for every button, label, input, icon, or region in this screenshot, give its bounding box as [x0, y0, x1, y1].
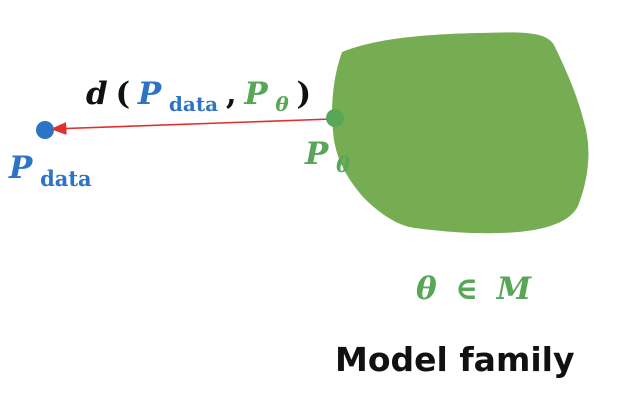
- model-point-symbol: P: [304, 136, 330, 172]
- distance-close-paren: ): [297, 76, 312, 112]
- membership-label: θ ∈ M: [416, 271, 533, 307]
- data-point-symbol: P: [8, 150, 34, 186]
- distance-arg1-sub: data: [169, 92, 218, 116]
- membership-op: ∈: [444, 271, 489, 307]
- model-point-label: P θ: [304, 136, 350, 177]
- data-point-label: P data: [8, 150, 92, 191]
- distance-arg1: P: [137, 76, 163, 112]
- distance-arrow: [50, 118, 333, 135]
- distance-arg2: P: [243, 76, 269, 112]
- membership-var: θ: [416, 271, 437, 307]
- distance-open-paren: (: [115, 76, 130, 112]
- data-point-sub: data: [40, 166, 92, 191]
- distance-fn: d: [86, 76, 108, 112]
- caption-label: Model family: [335, 340, 574, 379]
- distance-label: d ( P data , P θ ): [86, 76, 311, 118]
- model-point-sub: θ: [336, 152, 350, 177]
- membership-set: M: [496, 271, 533, 307]
- distance-comma: ,: [226, 76, 237, 112]
- distance-arg2-sub: θ: [275, 92, 289, 116]
- data-point: [36, 121, 54, 139]
- model-point: [326, 109, 344, 127]
- model-family-region: [332, 32, 589, 234]
